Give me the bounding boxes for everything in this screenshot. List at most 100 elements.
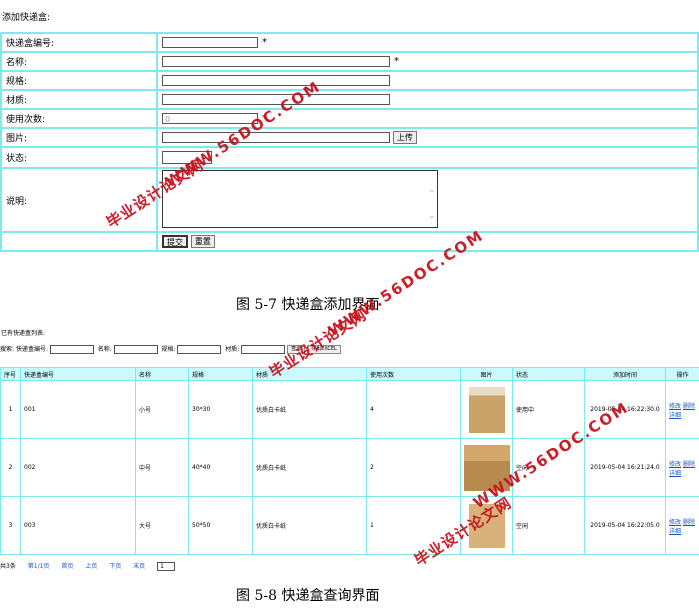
status-label: 状态: — [0, 146, 158, 169]
uses-label: 使用次数: — [0, 108, 158, 129]
cell-ops: 修改 删除 详细 — [665, 496, 699, 555]
box-list-table: 序号 快递盒编号 名称 规格 材质 使用次数 图片 状态 添加时间 操作 1 0… — [0, 367, 699, 555]
list-title: 已有快递盒列表: — [1, 330, 46, 337]
figure-caption-1: 图 5-7 快递盒添加界面 — [236, 297, 380, 313]
search-name-label: 名称: — [97, 346, 112, 353]
delete-link[interactable]: 删除 — [682, 460, 695, 468]
upload-button[interactable]: 上传 — [392, 131, 417, 144]
status-select[interactable]: ⌄ — [162, 151, 212, 164]
code-input[interactable] — [162, 37, 258, 48]
col-status: 状态 — [512, 367, 585, 381]
image-path-input[interactable] — [162, 132, 390, 143]
page-select[interactable]: 1 — [157, 562, 176, 571]
search-material-label: 材质: — [225, 346, 240, 353]
figure-caption-2: 图 5-8 快递盒查询界面 — [236, 588, 380, 604]
cell-material: 优质白卡纸 — [252, 496, 367, 555]
table-row: 1 001 小号 30*30 优质白卡纸 4 使用中 2019-05-04 16… — [0, 380, 699, 439]
name-input[interactable] — [162, 56, 390, 67]
spec-label: 规格: — [0, 70, 158, 91]
search-prefix: 搜索: — [0, 346, 15, 353]
table-header: 序号 快递盒编号 名称 规格 材质 使用次数 图片 状态 添加时间 操作 — [0, 367, 699, 381]
delete-link[interactable]: 删除 — [682, 518, 695, 526]
cell-uses: 4 — [366, 380, 461, 439]
cell-spec: 50*50 — [188, 496, 253, 555]
edit-link[interactable]: 修改 — [669, 460, 682, 468]
col-code: 快递盒编号 — [20, 367, 136, 381]
box-photo-image — [468, 503, 505, 548]
table-row: 2 002 中号 40*40 优质白卡纸 2 空闲 2019-05-04 16:… — [0, 438, 699, 497]
cell-spec: 30*30 — [188, 380, 253, 439]
uses-input[interactable]: 0 — [162, 113, 258, 124]
cell-material: 优质白卡纸 — [252, 438, 367, 497]
box-photo-image — [468, 386, 505, 433]
material-label: 材质: — [0, 89, 158, 110]
cell-ops: 修改 删除 详细 — [665, 380, 699, 439]
col-name: 名称 — [135, 367, 189, 381]
desc-textarea[interactable]: ⌃⌄ — [162, 169, 438, 228]
search-spec-input[interactable] — [177, 345, 222, 354]
detail-link[interactable]: 详细 — [669, 527, 682, 535]
detail-link[interactable]: 详细 — [669, 469, 682, 477]
reset-button[interactable]: 重置 — [190, 235, 215, 248]
last-page-link[interactable]: 末页 — [133, 563, 146, 570]
add-box-form: 快递盒编号: * 名称: * 规格: 材质: 使用次数: 0 * 图片: 上传 状… — [0, 32, 699, 252]
required-star: * — [394, 56, 399, 67]
col-spec: 规格 — [188, 367, 253, 381]
scroll-arrows-icon: ⌃⌄ — [428, 188, 435, 220]
cell-no: 2 — [0, 438, 21, 497]
cell-name: 小号 — [135, 380, 189, 439]
cell-code: 001 — [20, 380, 136, 439]
search-code-label: 快递盒编号: — [15, 346, 48, 353]
next-page-link[interactable]: 下页 — [109, 563, 122, 570]
code-label: 快递盒编号: — [0, 32, 158, 53]
search-material-input[interactable] — [241, 345, 286, 354]
col-no: 序号 — [0, 367, 21, 381]
cell-name: 大号 — [135, 496, 189, 555]
cell-uses: 2 — [366, 438, 461, 497]
page-indicator: 第1/1页 — [27, 563, 50, 570]
col-time: 添加时间 — [584, 367, 666, 381]
total-count: 共3条 — [0, 563, 16, 570]
cell-code: 002 — [20, 438, 136, 497]
cell-spec: 40*40 — [188, 438, 253, 497]
desc-label: 说明: — [0, 167, 158, 233]
query-button[interactable]: 查询 — [287, 345, 306, 354]
search-code-input[interactable] — [49, 345, 94, 354]
cell-image — [460, 438, 513, 497]
name-label: 名称: — [0, 51, 158, 72]
cell-image — [460, 380, 513, 439]
first-page-link[interactable]: 首页 — [61, 563, 74, 570]
form-title: 添加快递盒: — [2, 13, 51, 23]
required-star: * — [262, 113, 267, 124]
material-input[interactable] — [162, 94, 390, 105]
prev-page-link[interactable]: 上页 — [85, 563, 98, 570]
image-label: 图片: — [0, 127, 158, 148]
export-excel-button[interactable]: 导出EXCEL — [307, 345, 341, 354]
cell-time: 2019-05-04 16:21:24.0 — [584, 438, 666, 497]
empty-cell — [0, 231, 158, 252]
box-photo-image — [464, 444, 510, 491]
search-name-input[interactable] — [113, 345, 158, 354]
cell-status: 空闲 — [512, 496, 585, 555]
submit-button[interactable]: 提交 — [162, 235, 188, 248]
cell-material: 优质白卡纸 — [252, 380, 367, 439]
col-uses: 使用次数 — [366, 367, 461, 381]
table-row: 3 003 大号 50*50 优质白卡纸 1 空闲 2019-05-04 16:… — [0, 496, 699, 555]
edit-link[interactable]: 修改 — [669, 402, 682, 410]
cell-time: 2019-05-04 16:22:05.0 — [584, 496, 666, 555]
col-image: 图片 — [460, 367, 513, 381]
cell-ops: 修改 删除 详细 — [665, 438, 699, 497]
pagination: 共3条 第1/1页 首页 上页 下页 末页 1 — [0, 561, 185, 571]
cell-time: 2019-05-04 16:22:30.0 — [584, 380, 666, 439]
col-material: 材质 — [252, 367, 367, 381]
cell-uses: 1 — [366, 496, 461, 555]
delete-link[interactable]: 删除 — [682, 402, 695, 410]
cell-no: 3 — [0, 496, 21, 555]
cell-name: 中号 — [135, 438, 189, 497]
col-ops: 操作 — [665, 367, 699, 381]
search-bar: 搜索: 快递盒编号: 名称: 规格: 材质: 查询 导出EXCEL — [0, 344, 699, 356]
edit-link[interactable]: 修改 — [669, 518, 682, 526]
spec-input[interactable] — [162, 75, 390, 86]
detail-link[interactable]: 详细 — [669, 411, 682, 419]
required-star: * — [262, 37, 267, 48]
